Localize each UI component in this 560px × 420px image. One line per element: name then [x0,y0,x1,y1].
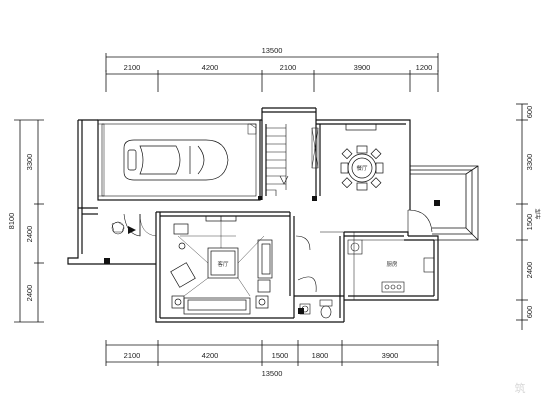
living-room-label: 客厅 [217,260,229,268]
left-total-dimension: 8100 [7,213,16,230]
top-segment-4: 3900 [354,63,371,72]
kitchen-fixtures [347,239,435,293]
living-room-furniture [170,215,273,315]
car-symbol [123,139,229,181]
top-total-dimension: 13500 [262,46,283,55]
dining-label: 餐厅 [356,164,368,172]
right-segment-3: 1500 [525,214,534,231]
left-dimension-chain [14,119,44,323]
bottom-segment-1: 2100 [124,351,141,360]
right-segment-2: 3300 [525,154,534,171]
right-segment-1: 600 [525,106,534,119]
top-segment-3: 2100 [280,63,297,72]
right-segment-5: 600 [525,306,534,319]
right-dimension-chain [516,103,528,330]
bottom-segment-5: 3900 [382,351,399,360]
bottom-segment-4: 1800 [312,351,329,360]
right-segment-4: 2400 [525,262,534,279]
top-segment-2: 4200 [202,63,219,72]
staircase [266,124,289,196]
right-terrace [410,165,479,241]
watermark: 筑 [515,381,526,395]
left-segment-1: 3300 [25,154,34,171]
top-dimension-chain [105,53,439,92]
bottom-dimension-chain [105,340,439,366]
exterior-walls [67,107,439,323]
bottom-segment-2: 4200 [202,351,219,360]
dining-table [340,123,384,191]
top-segment-5: 1200 [416,63,433,72]
wall-panels [97,123,355,300]
top-segment-1: 2100 [124,63,141,72]
entry-plant-symbol [111,221,125,235]
left-segment-2: 2400 [25,226,34,243]
kitchen-label: 厨房 [386,260,398,268]
left-segment-3: 2400 [25,285,34,302]
bottom-segment-3: 1500 [272,351,289,360]
bottom-total-dimension: 13500 [262,369,283,378]
terrace-label: 车库 [534,208,542,220]
column-markers [104,196,440,314]
